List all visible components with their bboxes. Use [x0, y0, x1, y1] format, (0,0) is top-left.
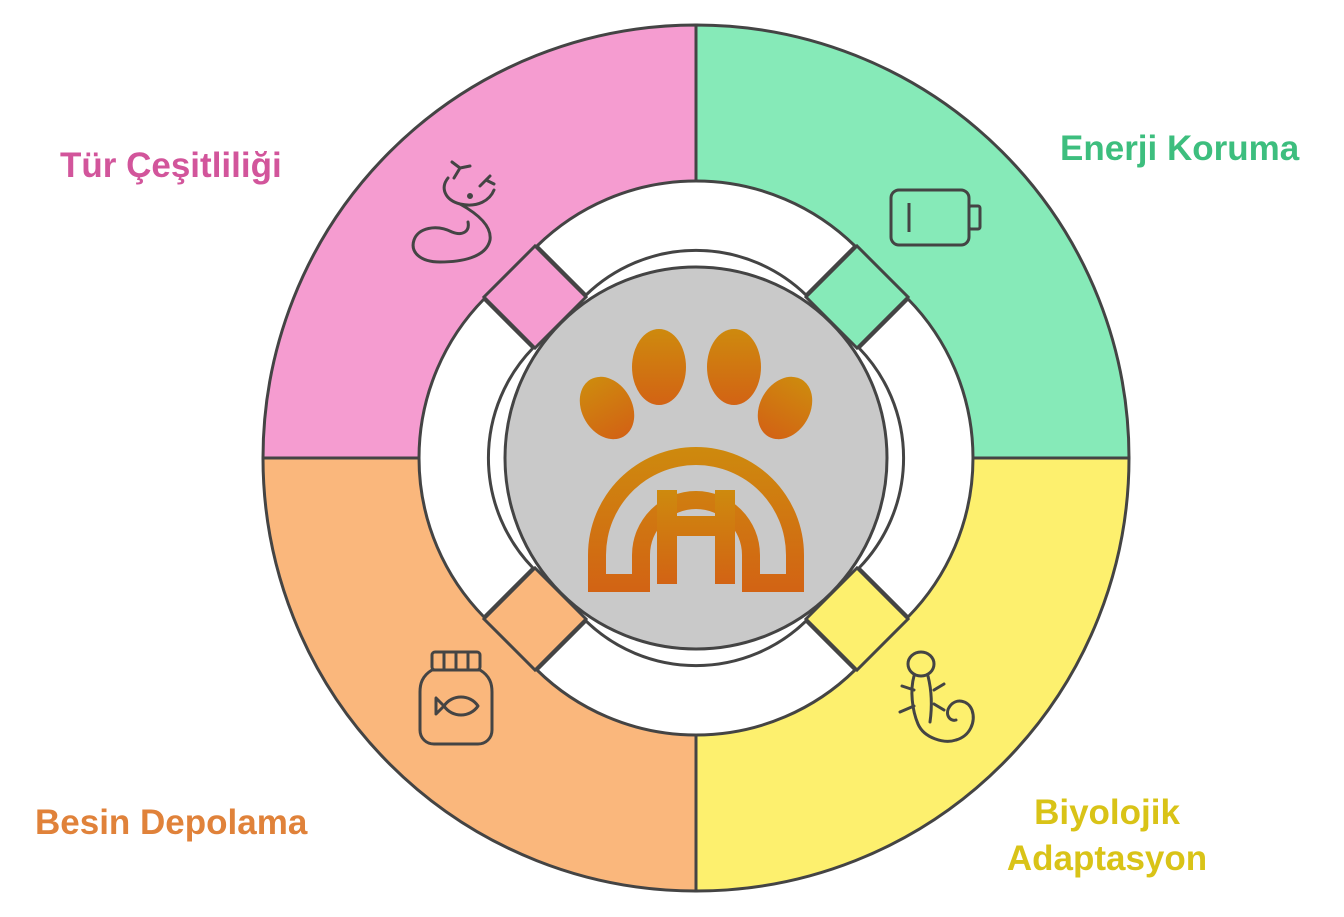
fish-jar-icon [418, 650, 494, 746]
label-enerji-koruma: Enerji Koruma [1060, 129, 1300, 168]
paw-logo-icon [579, 329, 813, 592]
battery-icon [889, 188, 982, 247]
arc-bottom [534, 618, 858, 737]
arc-top [534, 179, 858, 298]
salamander-icon [898, 650, 975, 743]
deer-icon [411, 160, 496, 264]
label-besin-depolama: Besin Depolama [35, 803, 308, 842]
label-biyolojik-adaptasyon: Biyolojik Adaptasyon [1006, 793, 1208, 878]
label-tur-cesitliligi: Tür Çeşitliliği [60, 146, 282, 185]
arc-right [856, 296, 975, 620]
arc-left [417, 296, 536, 620]
